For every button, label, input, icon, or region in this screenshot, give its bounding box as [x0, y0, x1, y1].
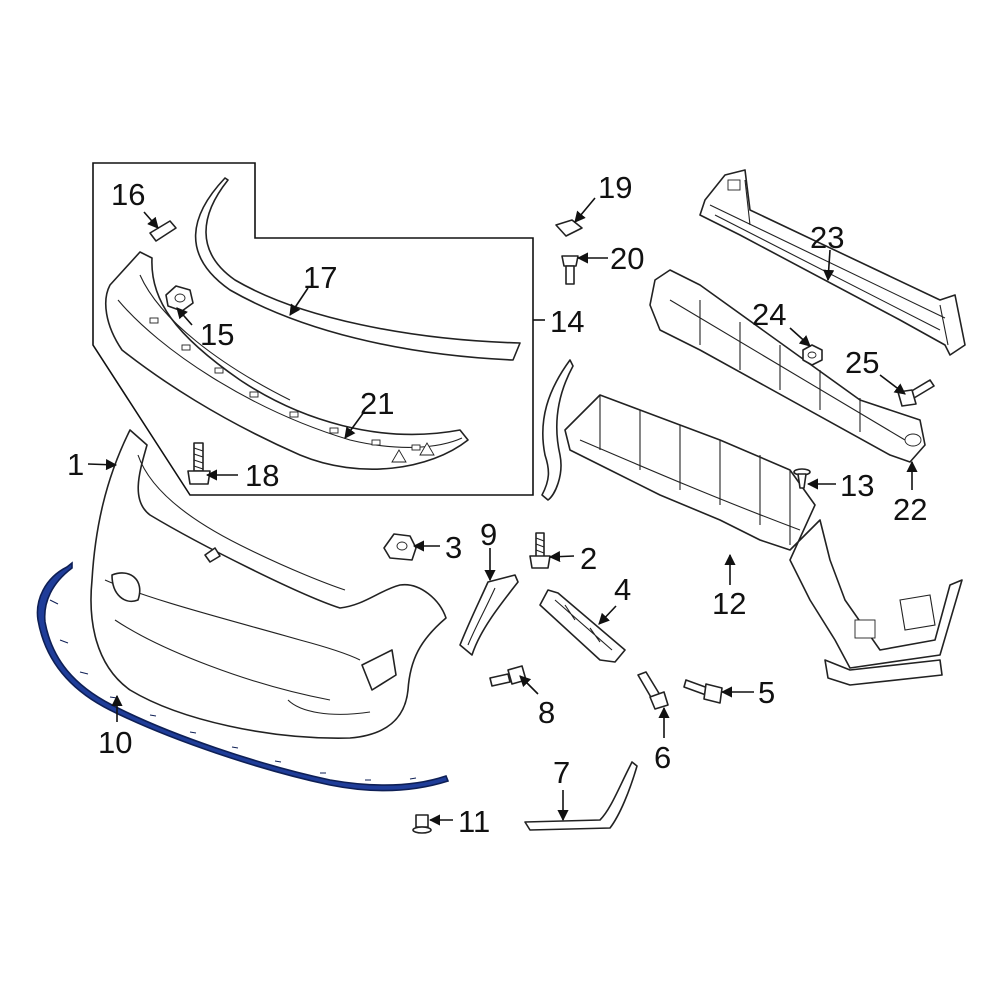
callout-5: 5: [758, 675, 775, 710]
part-22-absorber[interactable]: [649, 269, 926, 463]
callout-7: 7: [553, 755, 570, 790]
callout-10: 10: [98, 725, 132, 760]
callout-3: 3: [445, 530, 462, 565]
part-5-bolt[interactable]: [683, 679, 723, 704]
inset-box: [92, 162, 534, 496]
callout-21: 21: [360, 386, 394, 421]
callout-14: 14: [550, 304, 584, 339]
callout-19: 19: [598, 170, 632, 205]
callout-16: 16: [111, 177, 145, 212]
callout-6: 6: [654, 740, 671, 775]
part-17-upper-molding[interactable]: [194, 177, 521, 361]
callout-1: 1: [67, 447, 84, 482]
callout-25: 25: [845, 345, 879, 380]
part-19-clip[interactable]: [555, 219, 583, 237]
leader-arrows: [87, 197, 918, 826]
part-11-push-clip[interactable]: [412, 814, 432, 834]
callout-23: 23: [810, 220, 844, 255]
callout-11: 11: [458, 804, 490, 839]
part-9-side-bracket[interactable]: [459, 574, 519, 656]
callout-15: 15: [200, 317, 234, 352]
callout-22: 22: [893, 492, 927, 527]
part-7-lower-trim[interactable]: [524, 761, 638, 831]
callout-20: 20: [610, 241, 644, 276]
part-2-bolt[interactable]: [529, 532, 551, 569]
part-21-grille-support[interactable]: [104, 251, 469, 470]
callout-4: 4: [614, 572, 631, 607]
callout-9: 9: [480, 517, 497, 552]
callout-24: 24: [752, 297, 786, 332]
part-4-absorber[interactable]: [539, 589, 626, 663]
part-15-nut-clip[interactable]: [165, 285, 194, 312]
callout-12: 12: [712, 586, 746, 621]
part-24-nut[interactable]: [802, 344, 823, 366]
part-13-push-pin[interactable]: [793, 468, 811, 489]
part-12-bumper-support[interactable]: [541, 359, 963, 686]
callout-17: 17: [303, 260, 337, 295]
callout-8: 8: [538, 695, 555, 730]
part-3-bracket[interactable]: [383, 533, 417, 561]
part-16-clip[interactable]: [149, 220, 177, 242]
part-20-bolt[interactable]: [561, 255, 579, 285]
callout-13: 13: [840, 468, 874, 503]
callout-labels: 1 2 3 4 5 6 7 8 9 10 11 12 13 14 15 16 1…: [67, 170, 927, 839]
callout-18: 18: [245, 458, 279, 493]
part-6-bolt[interactable]: [637, 671, 669, 710]
callout-2: 2: [580, 541, 597, 576]
part-18-bolt[interactable]: [187, 442, 211, 485]
part-1-bumper-cover[interactable]: [90, 429, 447, 739]
